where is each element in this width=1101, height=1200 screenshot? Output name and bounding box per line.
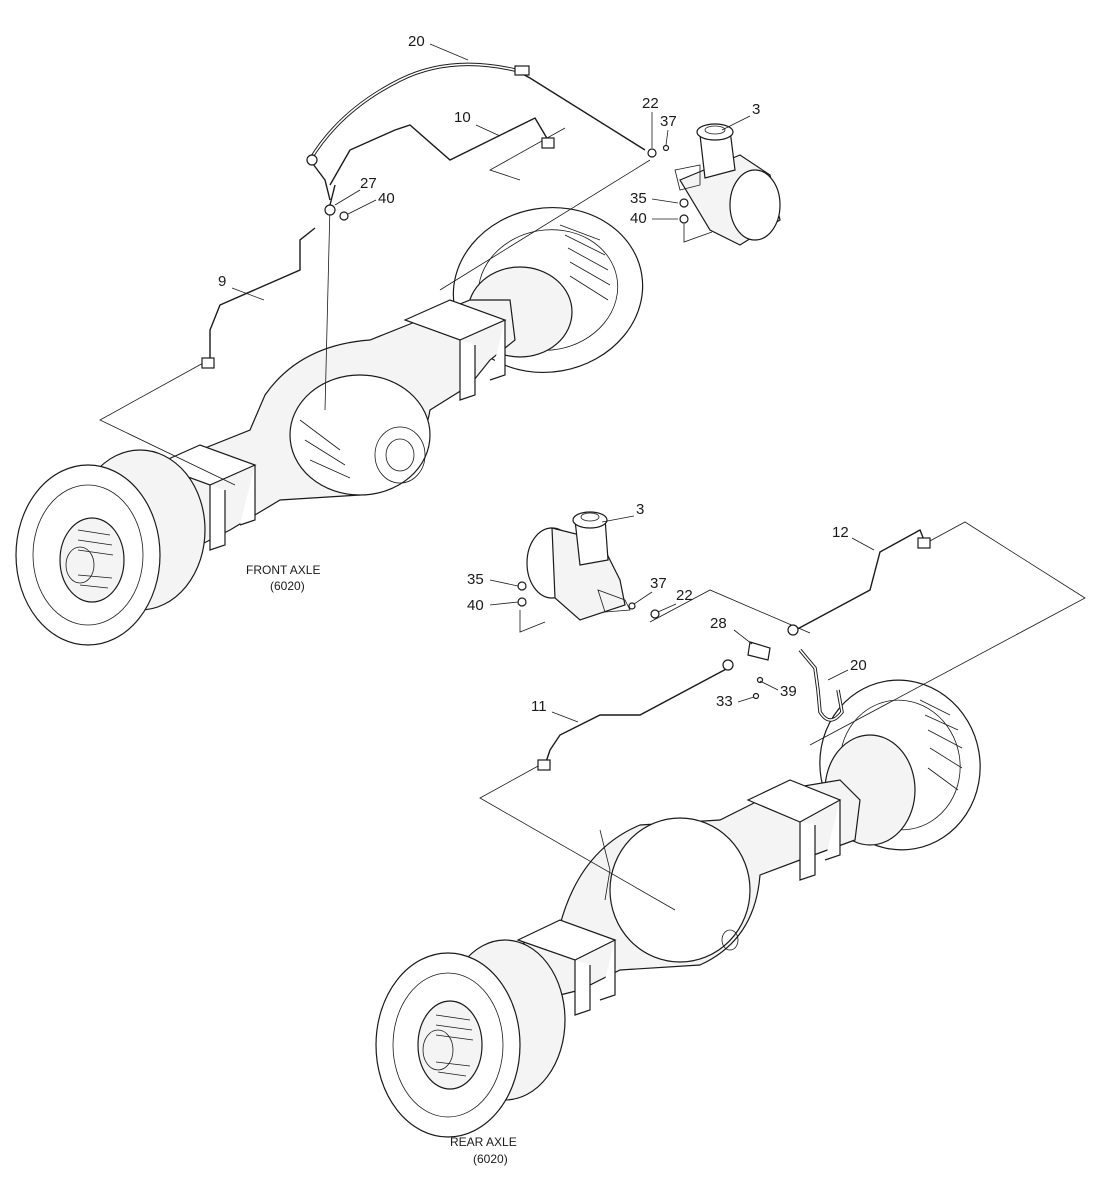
label-9-front: 9 [218, 273, 226, 290]
label-20-rear: 20 [850, 657, 867, 674]
front-part-labels: 20 10 22 37 3 27 40 35 40 9 [218, 33, 760, 301]
front-axle-caption-code: (6020) [270, 579, 305, 593]
label-40-front-b: 40 [630, 210, 647, 227]
rear-brake-line-11 [544, 666, 731, 766]
rear-diff-bulge [609, 817, 751, 963]
rear-mount-pad-left [516, 919, 617, 1016]
label-22-front: 22 [642, 95, 659, 112]
rear-brake-line-20 [798, 648, 844, 722]
label-37-front: 37 [660, 113, 677, 130]
label-10-front: 10 [454, 109, 471, 126]
rear-axle-caption-code: (6020) [473, 1152, 508, 1166]
front-brake-line-10 [329, 117, 549, 186]
label-33-rear: 33 [716, 693, 733, 710]
label-20-front: 20 [408, 33, 425, 50]
label-11-rear: 11 [531, 698, 547, 715]
rear-axle-caption: REAR AXLE [450, 1135, 517, 1149]
label-35-front: 35 [630, 190, 647, 207]
front-diff-cover [289, 374, 431, 496]
label-35-rear: 35 [467, 571, 484, 588]
rear-left-hub [375, 939, 566, 1138]
front-mount-pad-right [403, 299, 507, 401]
rear-master-cylinder [517, 511, 631, 621]
front-axle-assembly: 20 10 22 37 3 27 40 35 40 9 FRONT AXLE (… [15, 33, 781, 646]
rear-mount-pad-right [746, 779, 842, 881]
label-22-rear: 22 [676, 587, 693, 604]
label-40-front-a: 40 [378, 190, 395, 207]
front-left-hub [15, 449, 206, 646]
front-brake-line-20 [308, 62, 516, 161]
label-37-rear: 37 [650, 575, 667, 592]
front-master-cylinder [674, 123, 781, 246]
rear-axle-assembly: 3 12 35 37 22 40 28 20 39 33 11 REAR AXL… [375, 501, 1086, 1166]
front-brake-line-9 [209, 227, 316, 362]
rear-part-labels: 3 12 35 37 22 40 28 20 39 33 11 [467, 501, 875, 723]
rear-brake-line-12 [789, 529, 927, 634]
label-28-rear: 28 [710, 615, 727, 632]
label-39-rear: 39 [780, 683, 797, 700]
label-27-front: 27 [360, 175, 377, 192]
front-axle-caption: FRONT AXLE [246, 563, 320, 577]
label-40-rear: 40 [467, 597, 484, 614]
label-3-rear: 3 [636, 501, 644, 518]
label-12-rear: 12 [832, 524, 849, 541]
label-3-front: 3 [752, 101, 760, 118]
